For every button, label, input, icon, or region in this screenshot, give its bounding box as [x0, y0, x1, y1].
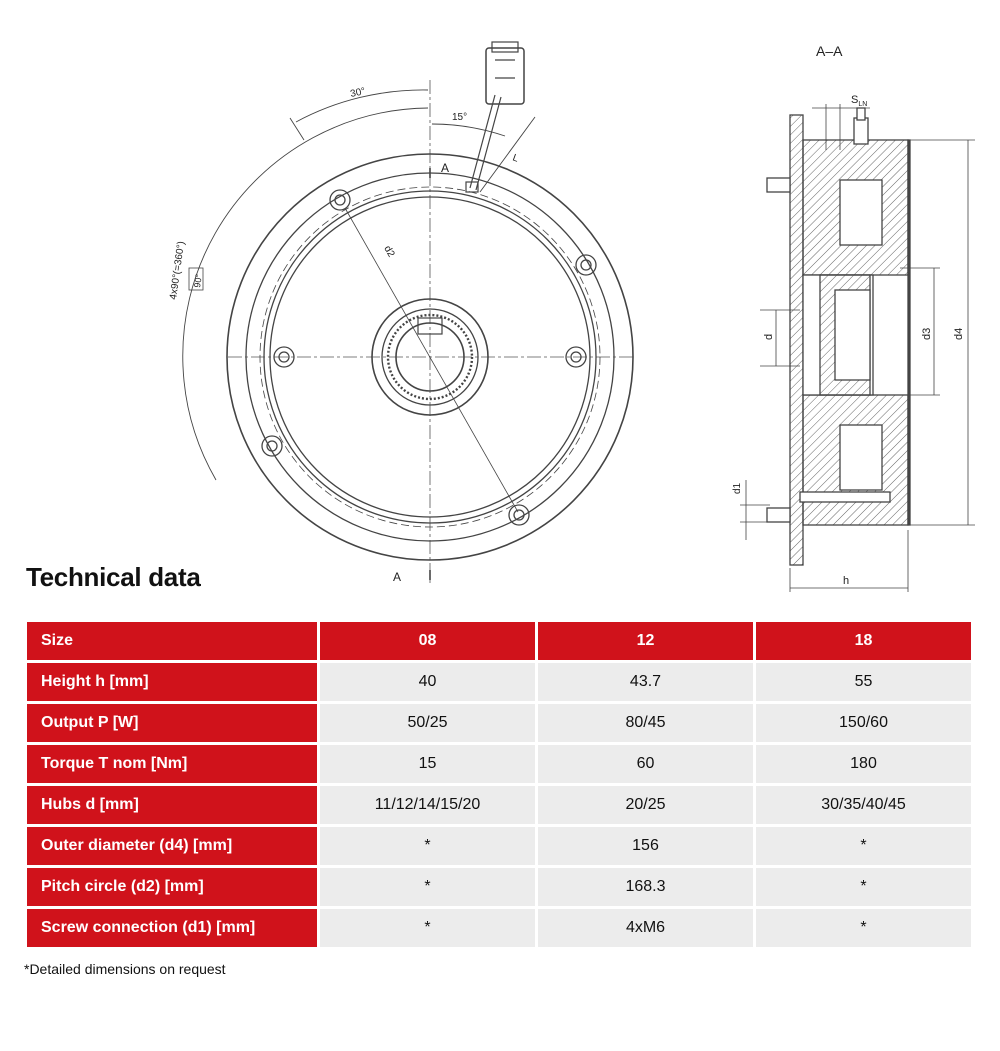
row-label: Pitch circle (d2) [mm]	[27, 868, 317, 906]
table-row: Output P [W] 50/25 80/45 150/60	[27, 704, 971, 742]
table-cell: 80/45	[538, 704, 753, 742]
header-cell: 12	[538, 622, 753, 660]
row-label: Outer diameter (d4) [mm]	[27, 827, 317, 865]
header-cell: 08	[320, 622, 535, 660]
table-cell: *	[320, 909, 535, 947]
screw-hole-left	[273, 346, 295, 368]
table-cell: 11/12/14/15/20	[320, 786, 535, 824]
table-row: Screw connection (d1) [mm] * 4xM6 *	[27, 909, 971, 947]
angle-pattern-label: 4x90°(=360°)	[168, 241, 187, 301]
table-cell: *	[756, 868, 971, 906]
row-label: Screw connection (d1) [mm]	[27, 909, 317, 947]
table-cell: 60	[538, 745, 753, 783]
footnote: *Detailed dimensions on request	[24, 961, 226, 977]
table-row: Pitch circle (d2) [mm] * 168.3 *	[27, 868, 971, 906]
row-label: Output P [W]	[27, 704, 317, 742]
dim-s-label: SLN	[851, 94, 867, 108]
table-cell: 180	[756, 745, 971, 783]
table-cell: *	[320, 868, 535, 906]
table-header-row: Size 08 12 18	[27, 622, 971, 660]
section-title: Technical data	[26, 562, 201, 592]
table-row: Outer diameter (d4) [mm] * 156 *	[27, 827, 971, 865]
table-cell: 40	[320, 663, 535, 701]
table-cell: 30/35/40/45	[756, 786, 971, 824]
table-row: Height h [mm] 40 43.7 55	[27, 663, 971, 701]
dim-d-label: d	[763, 334, 775, 340]
screw-hole-bottom-right	[508, 504, 530, 526]
technical-drawing: 30° 15° 4x90°(=360°) 90° d2 L A A	[168, 41, 975, 592]
table-cell: 20/25	[538, 786, 753, 824]
table-cell: *	[756, 827, 971, 865]
angle-30-label: 30°	[349, 86, 366, 100]
row-label: Hubs d [mm]	[27, 786, 317, 824]
row-label: Height h [mm]	[27, 663, 317, 701]
screw-hole-right	[565, 346, 587, 368]
screw-hole-top-right	[575, 254, 597, 276]
section-view	[766, 107, 911, 566]
front-view	[182, 41, 635, 585]
table-row: Hubs d [mm] 11/12/14/15/20 20/25 30/35/4…	[27, 786, 971, 824]
section-mark-bottom: A	[393, 570, 401, 584]
dim-d2-label: d2	[381, 244, 396, 260]
dim-d1-label: d1	[732, 482, 743, 494]
dim-d3-label: d3	[921, 328, 933, 340]
dim-d4-label: d4	[953, 328, 965, 340]
table-cell: 43.7	[538, 663, 753, 701]
table-cell: 150/60	[756, 704, 971, 742]
section-label: A–A	[816, 43, 843, 59]
section-mark-top: A	[441, 161, 449, 175]
table-cell: 4xM6	[538, 909, 753, 947]
table-row: Torque T nom [Nm] 15 60 180	[27, 745, 971, 783]
header-cell: 18	[756, 622, 971, 660]
table-cell: 50/25	[320, 704, 535, 742]
angle-90-box-label: 90°	[192, 273, 204, 288]
header-cell: Size	[27, 622, 317, 660]
screw-hole-top-left	[329, 189, 351, 211]
table-cell: 168.3	[538, 868, 753, 906]
technical-data-table: Size 08 12 18 Height h [mm] 40 43.7 55 O…	[24, 619, 974, 950]
screw-hole-bottom-left	[261, 435, 283, 457]
dim-l-label: L	[511, 152, 520, 164]
table-cell: 55	[756, 663, 971, 701]
dim-h-label: h	[843, 575, 849, 587]
angle-15-label: 15°	[452, 112, 467, 123]
row-label: Torque T nom [Nm]	[27, 745, 317, 783]
table-cell: 15	[320, 745, 535, 783]
table-cell: *	[320, 827, 535, 865]
section-dimensions	[740, 104, 975, 592]
table-cell: 156	[538, 827, 753, 865]
table-cell: *	[756, 909, 971, 947]
